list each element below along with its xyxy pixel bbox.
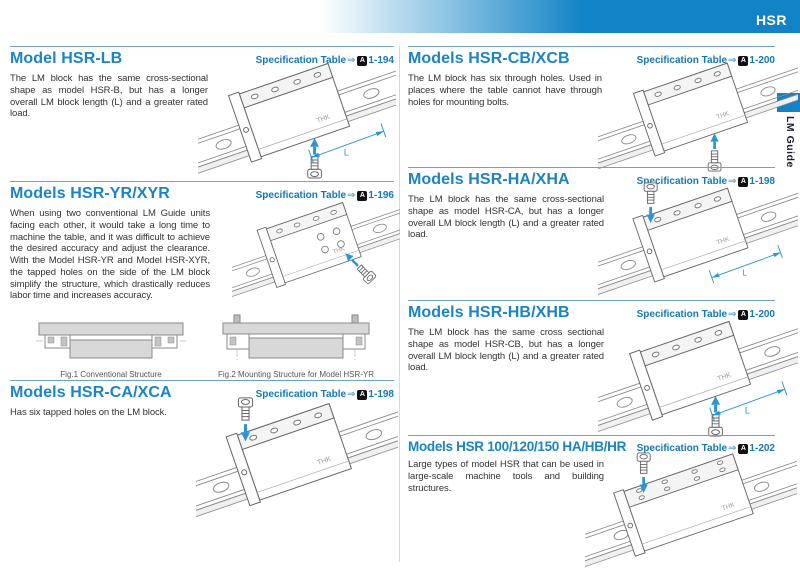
section-rule xyxy=(408,46,775,47)
spec-label: Specification Table xyxy=(636,176,728,187)
section-title: Models HSR 100/120/150 HA/HB/HR xyxy=(408,439,627,454)
section-rule xyxy=(408,167,775,168)
spec-label: Specification Table xyxy=(255,55,347,66)
arrow-icon: ⇒ xyxy=(728,309,737,320)
header-bar: HSR xyxy=(320,0,800,33)
section-title: Models HSR-CA/XCA xyxy=(10,384,172,401)
svg-text:L: L xyxy=(745,406,750,416)
volume-a-badge: A xyxy=(738,56,749,66)
section-title: Models HSR-HA/XHA xyxy=(408,171,570,188)
cross-section-diagram xyxy=(36,322,186,359)
svg-text:THK: THK xyxy=(716,110,731,121)
section-hsr-large: Models HSR 100/120/150 HA/HB/HR Specific… xyxy=(408,435,775,494)
section-rule xyxy=(408,300,775,301)
spec-label: Specification Table xyxy=(636,55,728,66)
page-code: HSR xyxy=(755,12,787,28)
spec-label: Specification Table xyxy=(636,309,728,320)
section-rule xyxy=(10,46,394,47)
spec-page: 1-200 xyxy=(749,309,775,320)
section-title: Models HSR-HB/XHB xyxy=(408,304,570,321)
section-body: Has six tapped holes on the LM block. xyxy=(10,407,167,418)
spec-page: 1-196 xyxy=(368,190,394,201)
column-divider xyxy=(399,46,400,562)
spec-label: Specification Table xyxy=(255,389,347,400)
section-body: The LM block has the same cross-sectiona… xyxy=(408,194,604,241)
spec-page: 1-194 xyxy=(368,55,394,66)
illustration-hsr-hb: THK L xyxy=(598,315,798,437)
illustration-hsr-cb: THK xyxy=(598,57,798,172)
spec-page: 1-202 xyxy=(749,443,775,454)
volume-a-badge: A xyxy=(357,390,368,400)
svg-text:L: L xyxy=(743,268,748,278)
figure-caption: Fig.2 Mounting Structure for Model HSR-Y… xyxy=(218,370,375,379)
svg-text:L: L xyxy=(344,148,349,158)
svg-text:THK: THK xyxy=(717,372,733,383)
figure-mounting-structure: Fig.2 Mounting Structure for Model HSR-Y… xyxy=(218,314,375,379)
svg-text:THK: THK xyxy=(316,114,332,125)
cross-section-diagram xyxy=(222,314,369,362)
section-rule xyxy=(408,435,775,436)
volume-a-badge: A xyxy=(357,56,368,66)
section-body: The LM block has six through holes. Used… xyxy=(408,73,602,108)
arrow-icon: ⇒ xyxy=(728,443,737,454)
arrow-icon: ⇒ xyxy=(347,190,356,201)
arrow-icon: ⇒ xyxy=(728,55,737,66)
illustration-hsr-ca: THK xyxy=(196,396,398,524)
svg-text:THK: THK xyxy=(332,246,345,256)
illustration-hsr-ha: THK L xyxy=(598,182,798,298)
volume-a-badge: A xyxy=(738,177,749,187)
section-rule xyxy=(10,181,394,182)
spec-page: 1-198 xyxy=(749,176,775,187)
spec-page: 1-200 xyxy=(749,55,775,66)
svg-text:THK: THK xyxy=(317,456,333,467)
svg-text:THK: THK xyxy=(721,501,736,512)
illustration-hsr-large: THK xyxy=(585,452,797,568)
volume-a-badge: A xyxy=(738,444,749,454)
arrow-icon: ⇒ xyxy=(728,176,737,187)
section-title: Models HSR-YR/XYR xyxy=(10,185,170,202)
section-rule xyxy=(10,380,394,381)
volume-a-badge: A xyxy=(738,310,749,320)
illustration-hsr-lb: THK L xyxy=(198,57,396,179)
section-body: The LM block has the same cross sectiona… xyxy=(408,327,604,374)
arrow-icon: ⇒ xyxy=(347,389,356,400)
volume-a-badge: A xyxy=(357,191,368,201)
figure-caption: Fig.1 Conventional Structure xyxy=(60,370,162,379)
section-body: When using two conventional LM Guide uni… xyxy=(10,208,210,302)
section-body: Large types of model HSR that can be use… xyxy=(408,459,604,494)
section-title: Model HSR-LB xyxy=(10,50,123,67)
section-title: Models HSR-CB/XCB xyxy=(408,50,570,67)
svg-text:THK: THK xyxy=(716,235,731,246)
arrow-icon: ⇒ xyxy=(347,55,356,66)
spec-page: 1-198 xyxy=(368,389,394,400)
section-body: The LM block has the same cross-sectiona… xyxy=(10,73,208,120)
spec-label: Specification Table xyxy=(636,443,728,454)
illustration-hsr-yr: THK xyxy=(232,192,400,307)
spec-label: Specification Table xyxy=(255,190,347,201)
figure-conventional-structure: Fig.1 Conventional Structure xyxy=(36,318,186,379)
thumb-index-label[interactable]: LM Guide xyxy=(784,116,796,168)
